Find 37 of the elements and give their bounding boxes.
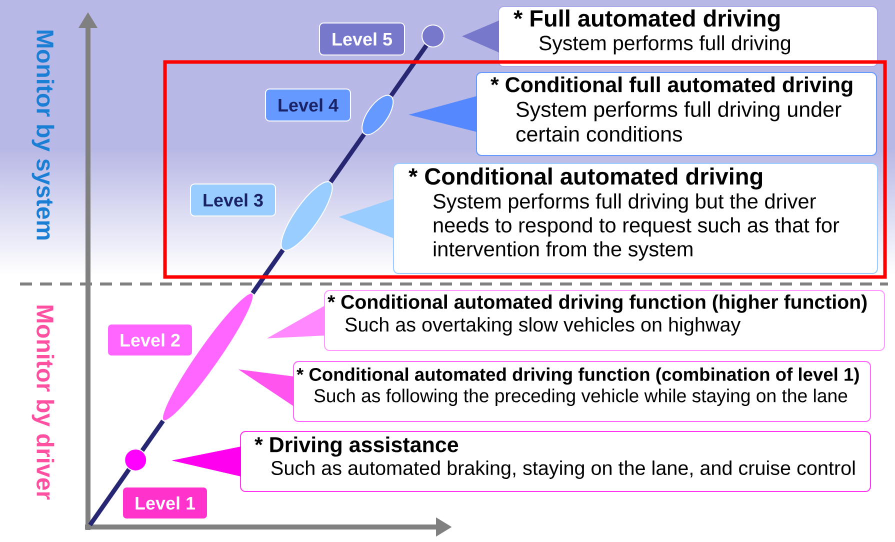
callout-text: Such as automated braking, staying on the lane, and cruise control [271,460,855,479]
callout-pointer [462,20,499,52]
line-segment [250,248,285,294]
callout-box [240,431,871,492]
callout-box [476,72,877,156]
callout-pointer [172,446,241,476]
callout-heading: * Full automated driving [514,10,780,32]
callout-heading: * Conditional automated driving function (combination of level 1) [296,368,859,385]
callout-pointer [338,198,394,238]
callout-heading: * Conditional automated driving function (higher function) [328,294,867,313]
callout-text: System performs full driving under certain conditions [516,101,842,142]
callout-pointer [267,306,325,338]
callout-pointer [238,369,294,406]
callout-box [293,361,871,422]
line-segment [140,420,165,452]
side-label: Monitor by system [32,30,54,240]
line-segment [389,44,428,98]
level-tag: Level 4 [265,88,351,122]
level-circle [124,448,148,472]
callout-text: System performs full driving but the driver needs to respond to request such as that for intervention from the system [433,193,840,261]
level-tag: Level 5 [319,22,405,56]
callout-heading: * Conditional automated driving [408,168,762,190]
side-label: Monitor by driver [32,306,54,500]
level-circle [422,24,444,48]
callout-box [498,6,878,67]
level-tag: Level 2 [107,324,193,356]
callout-box [393,163,878,274]
callout-pointer [408,96,477,132]
callout-heading: * Driving assistance [254,436,458,457]
level-tag: Level 3 [190,184,276,216]
callout-text: Such as following the preceding vehicle while staying on the lane [314,388,848,406]
line-segment [328,132,366,184]
callout-text: Such as overtaking slow vehicles on highway [345,317,741,336]
level-tag: Level 1 [122,486,208,520]
callout-text: System performs full driving [539,35,790,54]
callout-box [324,290,885,351]
callout-heading: * Conditional full automated driving [490,76,852,97]
